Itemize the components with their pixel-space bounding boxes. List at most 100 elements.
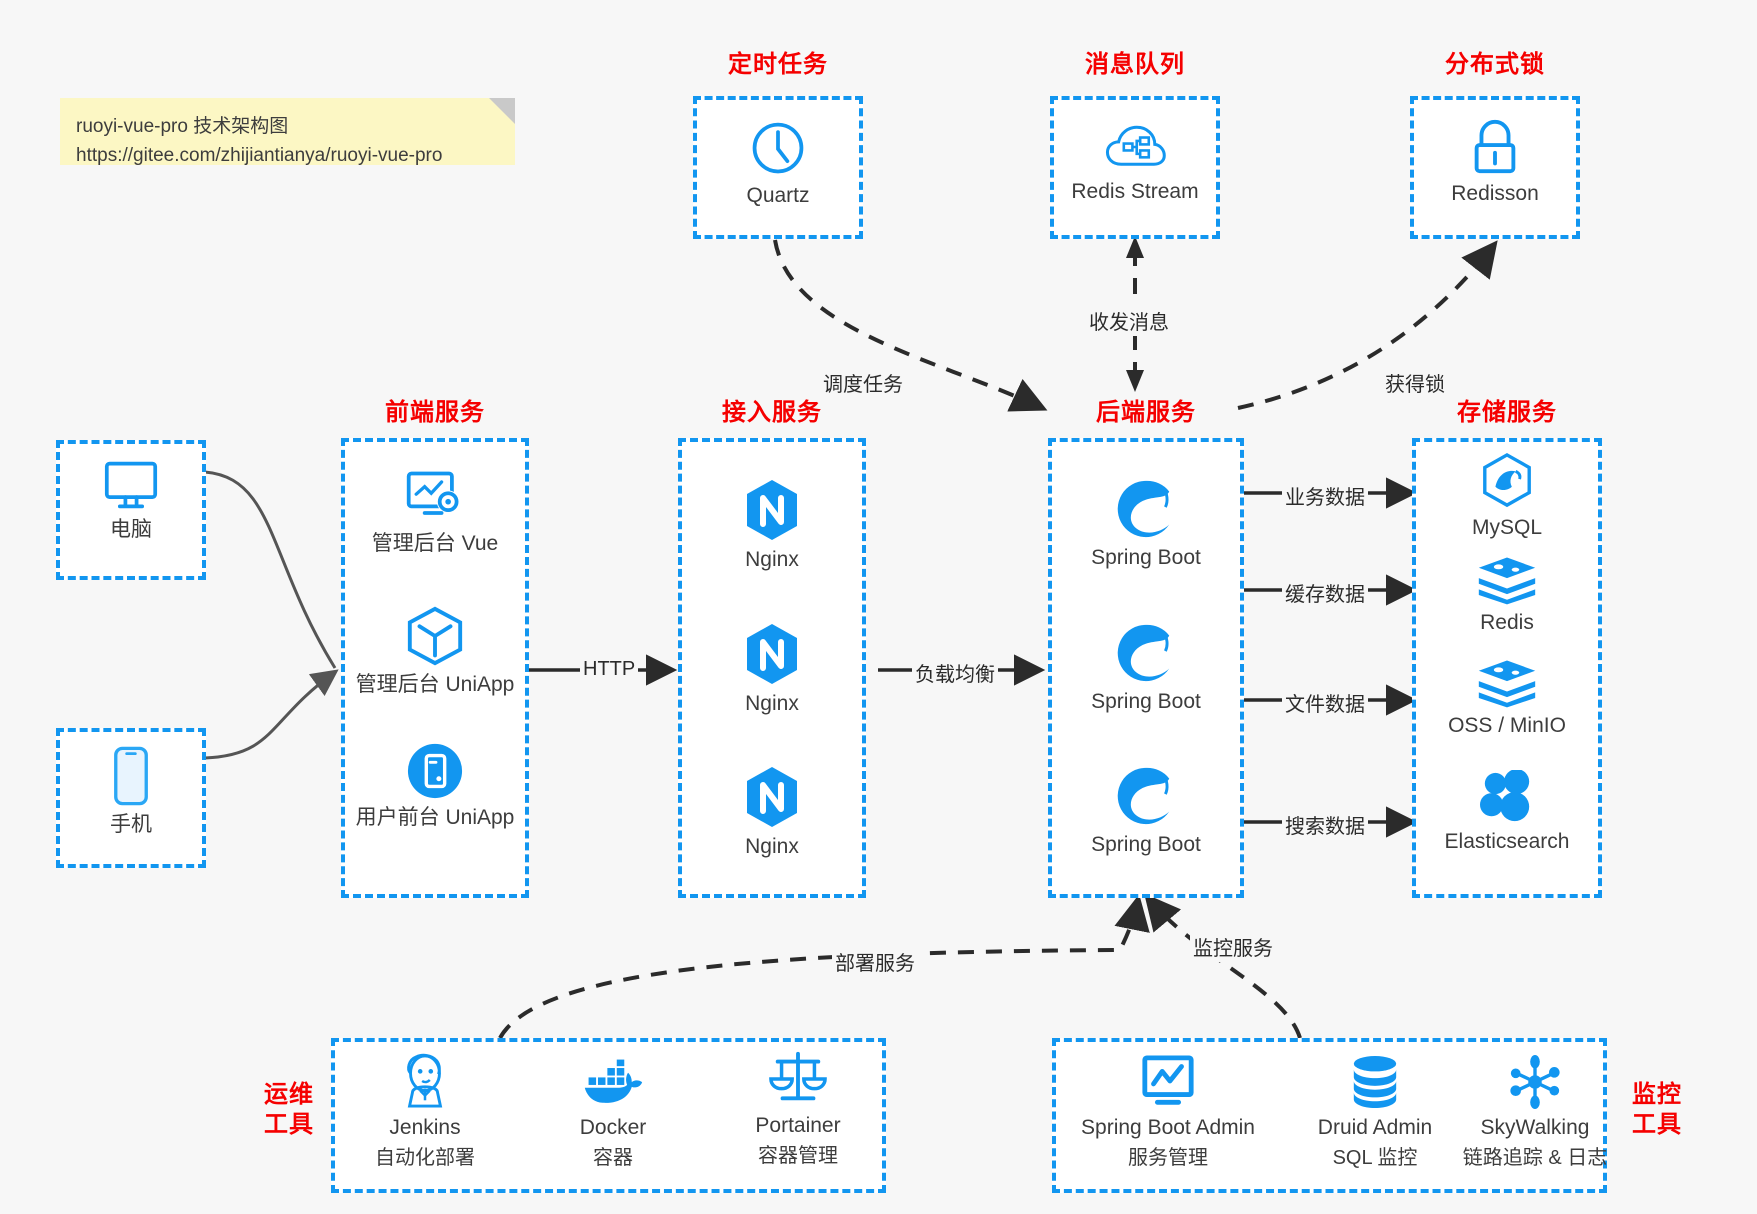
- jenkins-icon: [340, 1052, 510, 1110]
- edge-label-schedule-task: 调度任务: [820, 367, 906, 398]
- node-spring-boot-1[interactable]: Spring Boot: [1048, 478, 1244, 571]
- nginx-icon: [678, 478, 866, 542]
- dashboard-icon: [341, 468, 529, 526]
- node-label: Redisson: [1451, 182, 1539, 205]
- network-nodes-icon: [1440, 1054, 1630, 1110]
- node-label: 手机: [110, 813, 152, 836]
- node-elasticsearch[interactable]: Elasticsearch: [1412, 770, 1602, 855]
- nginx-icon: [678, 622, 866, 686]
- ops-title-line1: 运维: [264, 1081, 314, 1108]
- node-nginx-2[interactable]: Nginx: [678, 622, 866, 717]
- node-label: Spring Boot Admin: [1081, 1116, 1255, 1139]
- node-label: 用户前台 UniApp: [355, 806, 515, 829]
- node-spring-boot-2[interactable]: Spring Boot: [1048, 622, 1244, 715]
- elasticsearch-icon: [1412, 770, 1602, 824]
- node-admin-uniapp[interactable]: 管理后台 UniApp: [341, 605, 529, 698]
- nginx-icon: [678, 765, 866, 829]
- note-url: https://gitee.com/zhijiantianya/ruoyi-vu…: [76, 145, 443, 167]
- edge-label-http: HTTP: [580, 657, 639, 682]
- cloud-stream-icon: [1050, 120, 1220, 174]
- database-icon: [1290, 1054, 1460, 1110]
- scales-icon: [713, 1050, 883, 1108]
- edge-label-business-data: 业务数据: [1282, 480, 1368, 511]
- ops-title-line2: 工具: [264, 1111, 314, 1138]
- node-label: Docker: [579, 1116, 647, 1139]
- node-label: Spring Boot: [1091, 833, 1201, 856]
- edge-label-acquire-lock: 获得锁: [1382, 367, 1448, 398]
- edge-label-deploy-service: 部署服务: [832, 946, 918, 977]
- desktop-icon: [56, 458, 206, 512]
- node-label: Spring Boot: [1091, 690, 1201, 713]
- node-admin-vue[interactable]: 管理后台 Vue: [341, 468, 529, 557]
- node-label: Nginx: [745, 692, 799, 715]
- monitor-title-line1: 监控: [1632, 1081, 1682, 1108]
- node-sublabel: 服务管理: [1128, 1147, 1208, 1170]
- node-portainer[interactable]: Portainer 容器管理: [713, 1050, 883, 1169]
- mobile-icon: [56, 745, 206, 807]
- node-mobile[interactable]: 手机: [56, 745, 206, 838]
- node-nginx-1[interactable]: Nginx: [678, 478, 866, 573]
- note-title: ruoyi-vue-pro 技术架构图: [76, 116, 289, 137]
- node-oss-minio[interactable]: OSS / MinIO: [1412, 658, 1602, 739]
- edge-label-monitor-service: 监控服务: [1190, 931, 1276, 962]
- node-label: Spring Boot: [1091, 546, 1201, 569]
- node-sublabel: 链路追踪 & 日志: [1462, 1147, 1608, 1170]
- group-title-access-service: 接入服务: [722, 399, 822, 426]
- node-label: Nginx: [745, 548, 799, 571]
- monitor-chart-icon: [1058, 1054, 1278, 1110]
- node-nginx-3[interactable]: Nginx: [678, 765, 866, 860]
- node-label: OSS / MinIO: [1448, 714, 1566, 737]
- edge-label-search-data: 搜索数据: [1282, 809, 1368, 840]
- group-title-backend-service: 后端服务: [1096, 399, 1196, 426]
- lock-icon: [1410, 118, 1580, 176]
- node-redis-stream[interactable]: Redis Stream: [1050, 120, 1220, 205]
- node-label: 管理后台 UniApp: [355, 673, 515, 696]
- node-label: Portainer: [755, 1114, 841, 1137]
- node-sublabel: SQL 监控: [1332, 1147, 1418, 1170]
- note-fold-corner: [489, 98, 515, 124]
- edge-label-cache-data: 缓存数据: [1282, 577, 1368, 608]
- docker-icon: [528, 1058, 698, 1110]
- clock-icon: [693, 118, 863, 178]
- cube-icon: [341, 605, 529, 667]
- group-ops-tools: [331, 1038, 886, 1193]
- app-icon: [341, 742, 529, 800]
- node-user-uniapp[interactable]: 用户前台 UniApp: [341, 742, 529, 831]
- group-title-ops-tools: 运维 工具: [252, 1080, 326, 1140]
- node-docker[interactable]: Docker 容器: [528, 1058, 698, 1171]
- node-redisson[interactable]: Redisson: [1410, 118, 1580, 207]
- node-label: SkyWalking: [1480, 1116, 1590, 1139]
- group-title-monitor-tools: 监控 工具: [1620, 1080, 1694, 1140]
- node-spring-boot-admin[interactable]: Spring Boot Admin 服务管理: [1058, 1054, 1278, 1171]
- node-pc[interactable]: 电脑: [56, 458, 206, 543]
- node-label: MySQL: [1471, 516, 1542, 539]
- group-title-scheduled-task: 定时任务: [728, 51, 828, 78]
- edge-label-load-balance: 负载均衡: [912, 657, 998, 688]
- node-druid-admin[interactable]: Druid Admin SQL 监控: [1290, 1054, 1460, 1171]
- node-jenkins[interactable]: Jenkins 自动化部署: [340, 1052, 510, 1171]
- group-scheduled-task: [693, 96, 863, 239]
- group-title-frontend-service: 前端服务: [385, 399, 485, 426]
- monitor-title-line2: 工具: [1632, 1111, 1682, 1138]
- group-distributed-lock: [1410, 96, 1580, 239]
- diagram-note: ruoyi-vue-pro 技术架构图 https://gitee.com/zh…: [60, 98, 515, 166]
- group-title-message-queue: 消息队列: [1085, 51, 1185, 78]
- node-spring-boot-3[interactable]: Spring Boot: [1048, 765, 1244, 858]
- spring-icon: [1048, 478, 1244, 540]
- node-sublabel: 容器管理: [758, 1145, 838, 1168]
- spring-icon: [1048, 765, 1244, 827]
- edge-label-send-receive-message: 收发消息: [1086, 305, 1172, 336]
- mysql-icon: [1412, 452, 1602, 510]
- node-label: Nginx: [745, 835, 799, 858]
- node-label: Redis: [1480, 611, 1534, 634]
- node-redis[interactable]: Redis: [1412, 555, 1602, 636]
- node-quartz[interactable]: Quartz: [693, 118, 863, 209]
- node-skywalking[interactable]: SkyWalking 链路追踪 & 日志: [1440, 1054, 1630, 1171]
- node-label: Druid Admin: [1317, 1116, 1433, 1139]
- node-mysql[interactable]: MySQL: [1412, 452, 1602, 541]
- spring-icon: [1048, 622, 1244, 684]
- group-title-storage-service: 存储服务: [1457, 399, 1557, 426]
- node-label: 电脑: [110, 518, 152, 541]
- node-label: Jenkins: [389, 1116, 461, 1139]
